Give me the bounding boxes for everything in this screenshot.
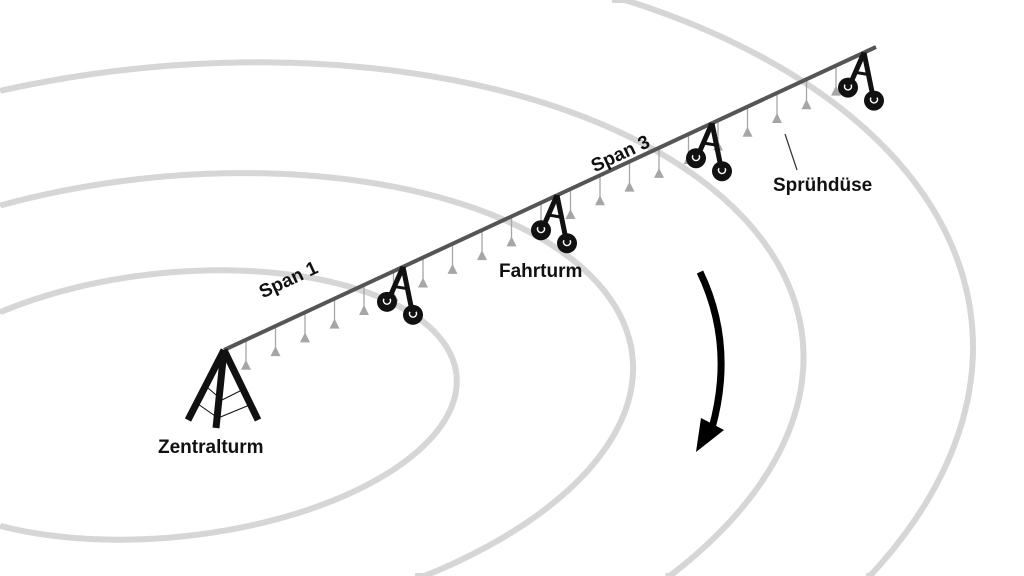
drive-towers bbox=[377, 51, 884, 325]
drive-tower-label: Fahrturm bbox=[499, 261, 583, 282]
ring-1 bbox=[0, 267, 460, 543]
wheel-icon bbox=[864, 90, 884, 111]
nozzle-icon bbox=[654, 147, 664, 178]
nozzle-icon bbox=[595, 175, 605, 206]
wheel-icon bbox=[686, 148, 706, 169]
nozzle-icon bbox=[359, 284, 369, 315]
nozzle-icon bbox=[742, 106, 753, 137]
central-tower-label: Zentralturm bbox=[158, 437, 264, 458]
nozzle-icon bbox=[565, 188, 576, 219]
nozzle-icon bbox=[801, 79, 812, 110]
ring-4 bbox=[611, 0, 976, 576]
nozzle-leader-line bbox=[784, 133, 798, 171]
nozzle-icon bbox=[624, 161, 635, 192]
irrigation-circles bbox=[0, 0, 976, 576]
drive-tower-icon bbox=[686, 122, 732, 182]
nozzle-icon bbox=[477, 230, 487, 261]
nozzle-icon bbox=[241, 339, 251, 370]
nozzle-icon bbox=[418, 257, 428, 288]
ring-2 bbox=[0, 170, 637, 576]
drive-tower-icon bbox=[838, 51, 884, 111]
wheel-icon bbox=[377, 291, 397, 312]
nozzle-icon bbox=[772, 93, 782, 124]
drive-tower-icon bbox=[531, 194, 577, 254]
wheel-icon bbox=[557, 233, 577, 254]
rotation-arrow-icon bbox=[696, 270, 725, 452]
nozzle-icon bbox=[831, 65, 841, 96]
drive-tower-icon bbox=[377, 265, 423, 325]
nozzle-icon bbox=[447, 243, 458, 274]
nozzle-icon bbox=[329, 298, 340, 329]
nozzle-icon bbox=[270, 326, 281, 357]
central-tower-icon bbox=[184, 348, 262, 429]
ring-3 bbox=[0, 59, 807, 576]
wheel-icon bbox=[531, 220, 551, 241]
nozzle-icon bbox=[300, 312, 310, 343]
wheel-icon bbox=[403, 304, 423, 325]
nozzle-icon bbox=[506, 216, 517, 247]
wheel-icon bbox=[838, 77, 858, 98]
wheel-icon bbox=[712, 161, 732, 182]
nozzle-label: Sprühdüse bbox=[773, 175, 873, 196]
pipe bbox=[223, 45, 877, 352]
nozzles bbox=[241, 65, 841, 370]
